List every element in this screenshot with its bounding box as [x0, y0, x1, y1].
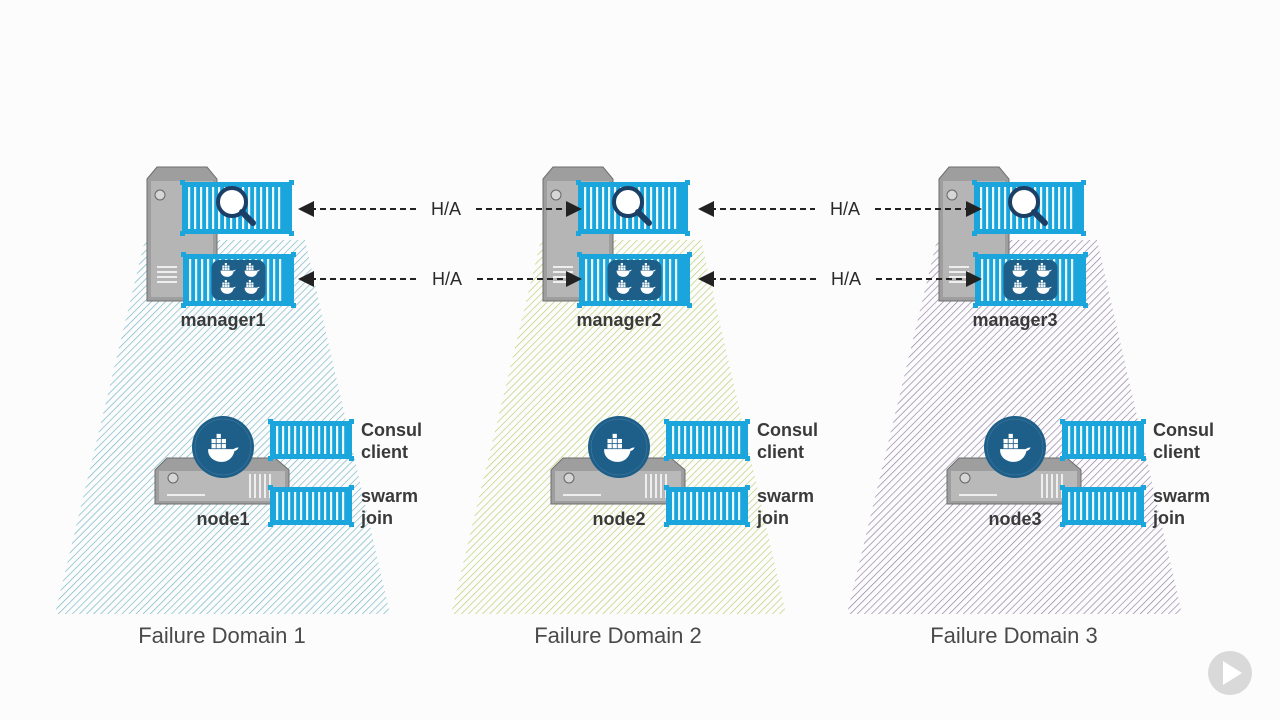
- docker-whale-icon: [640, 263, 656, 277]
- docker-whale-icon: [1012, 280, 1028, 294]
- swarm-join-container: [664, 485, 750, 527]
- registry-container: [576, 180, 690, 236]
- domain-title: Failure Domain 1: [138, 623, 306, 648]
- domain-title: Failure Domain 3: [930, 623, 1098, 648]
- docker-node-badge: [588, 416, 650, 478]
- consul-label: client: [361, 442, 408, 462]
- manager-container: [973, 252, 1088, 308]
- consul-label: client: [757, 442, 804, 462]
- swarm-label: swarm: [1153, 486, 1210, 506]
- consul-label: client: [1153, 442, 1200, 462]
- manager-label: manager3: [972, 310, 1057, 330]
- docker-badge: [1003, 260, 1058, 300]
- swarm-label: join: [360, 508, 393, 528]
- docker-whale-icon: [208, 433, 239, 462]
- ha-link: H/A: [698, 199, 982, 219]
- ha-link: H/A: [298, 269, 582, 289]
- node-label: node3: [988, 509, 1041, 529]
- manager-label: manager2: [576, 310, 661, 330]
- node-label: node1: [196, 509, 249, 529]
- ha-link: H/A: [298, 199, 582, 219]
- docker-whale-icon: [220, 263, 236, 277]
- node-server: [154, 457, 290, 505]
- docker-badge: [211, 260, 266, 300]
- consul-client-container: [268, 419, 354, 461]
- docker-whale-icon: [220, 280, 236, 294]
- docker-whale-icon: [640, 280, 656, 294]
- docker-whale-icon: [616, 280, 632, 294]
- magnifier-icon: [612, 186, 652, 226]
- swarm-join-container: [1060, 485, 1146, 527]
- docker-badge: [607, 260, 662, 300]
- docker-whale-icon: [1036, 263, 1052, 277]
- docker-node-badge: [984, 416, 1046, 478]
- swarm-label: swarm: [757, 486, 814, 506]
- ha-label: H/A: [432, 269, 462, 289]
- swarm-join-container: [268, 485, 354, 527]
- docker-whale-icon: [244, 263, 260, 277]
- consul-label: Consul: [757, 420, 818, 440]
- domain-title: Failure Domain 2: [534, 623, 702, 648]
- consul-label: Consul: [1153, 420, 1214, 440]
- swarm-label: swarm: [361, 486, 418, 506]
- ha-link: H/A: [698, 269, 982, 289]
- ha-label: H/A: [831, 269, 861, 289]
- node-label: node2: [592, 509, 645, 529]
- ha-label: H/A: [830, 199, 860, 219]
- ha-label: H/A: [431, 199, 461, 219]
- magnifier-icon: [216, 186, 256, 226]
- consul-client-container: [1060, 419, 1146, 461]
- consul-client-container: [664, 419, 750, 461]
- consul-label: Consul: [361, 420, 422, 440]
- manager-container: [577, 252, 692, 308]
- docker-node-badge: [192, 416, 254, 478]
- docker-whale-icon: [1000, 433, 1031, 462]
- manager-container: [181, 252, 296, 308]
- swarm-label: join: [1152, 508, 1185, 528]
- docker-whale-icon: [616, 263, 632, 277]
- registry-container: [180, 180, 294, 236]
- registry-container: [972, 180, 1086, 236]
- swarm-label: join: [756, 508, 789, 528]
- magnifier-icon: [1008, 186, 1048, 226]
- play-icon[interactable]: [1208, 651, 1252, 695]
- docker-whale-icon: [1012, 263, 1028, 277]
- docker-whale-icon: [1036, 280, 1052, 294]
- docker-whale-icon: [244, 280, 260, 294]
- docker-whale-icon: [604, 433, 635, 462]
- manager-label: manager1: [180, 310, 265, 330]
- node-server: [946, 457, 1082, 505]
